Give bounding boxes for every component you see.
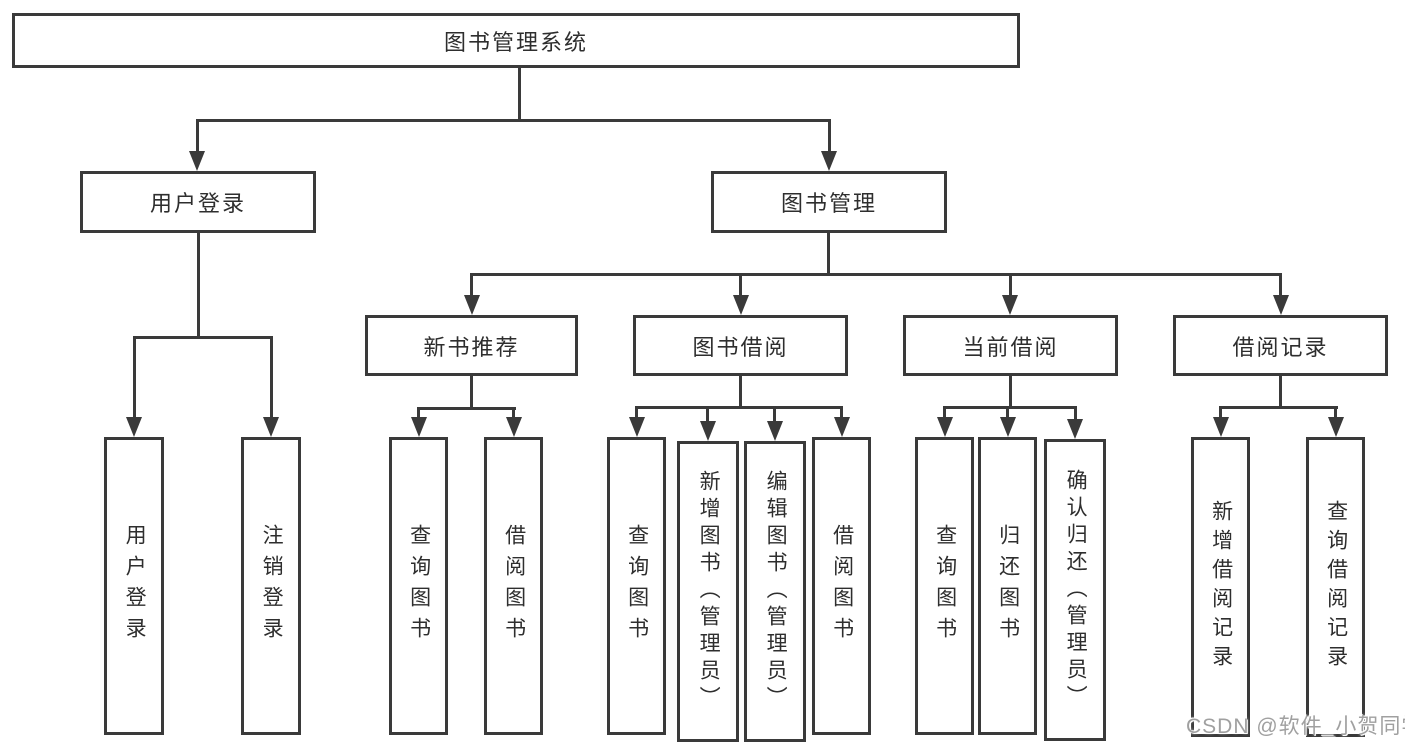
arrow-down-icon	[464, 295, 480, 315]
connector-line	[470, 273, 473, 301]
connector-line	[1334, 406, 1337, 420]
connector-line	[270, 336, 273, 420]
arrow-down-icon	[700, 421, 716, 441]
connector-line	[417, 407, 516, 410]
leaf-add-books-admin: 新增图书（管理员）	[677, 441, 739, 742]
node-root: 图书管理系统	[12, 13, 1020, 68]
arrow-down-icon	[1067, 419, 1083, 439]
node-current-borrow: 当前借阅	[903, 315, 1118, 376]
connector-line	[828, 119, 831, 155]
leaf-borrow-books-recommend: 借阅图书	[484, 437, 543, 735]
connector-line	[827, 233, 830, 276]
connector-line	[706, 406, 709, 422]
leaf-query-borrow-record: 查询借阅记录	[1306, 437, 1365, 737]
connector-line	[943, 406, 946, 420]
arrow-down-icon	[1273, 295, 1289, 315]
leaf-logout: 注销登录	[241, 437, 301, 735]
arrow-down-icon	[821, 151, 837, 171]
arrow-down-icon	[263, 417, 279, 437]
connector-line	[635, 406, 843, 409]
arrow-down-icon	[1328, 417, 1344, 437]
node-user-login: 用户登录	[80, 171, 316, 233]
arrow-down-icon	[629, 417, 645, 437]
leaf-user-login: 用户登录	[104, 437, 164, 735]
connector-line	[512, 407, 515, 420]
connector-line	[133, 336, 136, 420]
connector-line	[773, 406, 776, 422]
arrow-down-icon	[506, 417, 522, 437]
leaf-edit-books-admin: 编辑图书（管理员）	[744, 441, 806, 742]
leaf-query-books-current: 查询图书	[915, 437, 974, 735]
connector-line	[1009, 273, 1012, 301]
arrow-down-icon	[189, 151, 205, 171]
leaf-query-books-borrow: 查询图书	[607, 437, 666, 735]
arrow-down-icon	[733, 295, 749, 315]
connector-line	[739, 376, 742, 409]
connector-line	[739, 273, 742, 301]
arrow-down-icon	[937, 417, 953, 437]
arrow-down-icon	[126, 417, 142, 437]
connector-line	[196, 119, 831, 122]
connector-line	[133, 336, 273, 339]
connector-line	[1279, 376, 1282, 409]
connector-line	[1219, 406, 1222, 420]
connector-line	[197, 233, 200, 339]
leaf-confirm-return-admin: 确认归还（管理员）	[1044, 439, 1106, 741]
connector-line	[470, 376, 473, 410]
connector-line	[1219, 406, 1338, 409]
leaf-return-books: 归还图书	[978, 437, 1037, 735]
connector-line	[1006, 406, 1009, 420]
connector-line	[840, 406, 843, 420]
connector-line	[635, 406, 638, 420]
connector-line	[196, 119, 199, 155]
watermark: CSDN @软件_小贺同学	[1186, 715, 1405, 738]
connector-line	[1074, 406, 1077, 421]
arrow-down-icon	[1000, 417, 1016, 437]
arrow-down-icon	[1213, 417, 1229, 437]
leaf-borrow-books-borrow: 借阅图书	[812, 437, 871, 735]
arrow-down-icon	[1002, 295, 1018, 315]
connector-line	[1009, 376, 1012, 409]
leaf-query-books-recommend: 查询图书	[389, 437, 448, 735]
arrow-down-icon	[767, 421, 783, 441]
leaf-add-borrow-record: 新增借阅记录	[1191, 437, 1250, 737]
node-book-mgmt: 图书管理	[711, 171, 947, 233]
arrow-down-icon	[834, 417, 850, 437]
connector-line	[1279, 273, 1282, 301]
connector-line	[943, 406, 1077, 409]
node-book-borrow: 图书借阅	[633, 315, 848, 376]
node-new-book-recommend: 新书推荐	[365, 315, 578, 376]
connector-line	[470, 273, 1282, 276]
connector-line	[417, 407, 420, 420]
arrow-down-icon	[411, 417, 427, 437]
connector-line	[518, 68, 521, 122]
node-borrow-records: 借阅记录	[1173, 315, 1388, 376]
